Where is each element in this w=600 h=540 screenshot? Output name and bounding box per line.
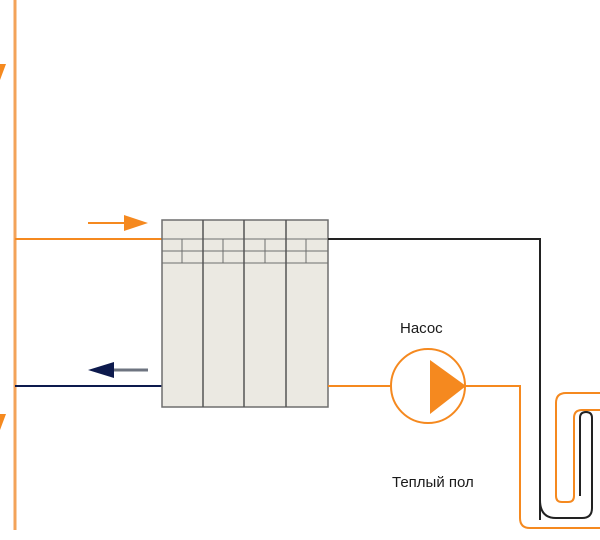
riser-arrow-top-icon xyxy=(0,64,6,80)
pump-arrow-icon xyxy=(430,360,466,414)
floor-loop-black xyxy=(539,410,593,519)
supply-flow-arrow-icon xyxy=(124,215,148,231)
floor-loop-orange xyxy=(555,392,600,503)
radiator xyxy=(161,219,329,408)
pump-outlet-pipe xyxy=(466,385,600,529)
pump-label: Насос xyxy=(400,320,443,337)
return-flow-arrow-icon xyxy=(88,362,114,378)
pump xyxy=(390,348,466,424)
warm-floor-label: Теплый пол xyxy=(392,474,474,491)
riser-arrow-bottom-icon xyxy=(0,414,6,430)
radiator-outlet-pipe xyxy=(328,238,541,520)
